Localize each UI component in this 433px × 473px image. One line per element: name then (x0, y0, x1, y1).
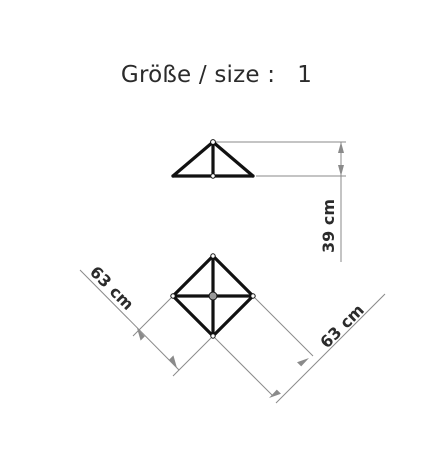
top-view-center-hub (208, 291, 218, 301)
top-view (170, 253, 256, 339)
right-dimension-line (275, 293, 386, 404)
right-arrow-lower (269, 389, 281, 398)
side-view-frame (171, 140, 255, 178)
top-view-joint-left (170, 293, 176, 299)
top-view-joint-bottom (210, 333, 216, 339)
height-label: 39 cm (319, 199, 338, 253)
top-view-joint-top (210, 253, 216, 259)
right-extension-upper (254, 297, 314, 357)
right-side-label: 63 cm (316, 300, 368, 352)
size-heading: Größe / size : 1 (0, 62, 433, 88)
size-value: 1 (297, 62, 313, 88)
left-extension-lower (172, 337, 212, 377)
side-view (171, 139, 255, 179)
side-view-apex-joint (210, 139, 216, 145)
height-arrow-top (338, 142, 344, 153)
left-side-dimension (79, 269, 212, 377)
side-view-base-joint (210, 173, 216, 179)
right-arrow-upper (297, 358, 309, 367)
left-arrow-upper (137, 328, 145, 341)
left-dimension-line (79, 269, 180, 371)
size-label: Größe / size : (120, 62, 276, 88)
left-arrow-lower (169, 355, 177, 368)
height-dimension (216, 141, 346, 262)
top-view-joint-right (250, 293, 256, 299)
height-arrow-bottom (338, 165, 344, 176)
right-side-dimension (214, 293, 386, 404)
left-side-label: 63 cm (86, 262, 138, 314)
right-extension-lower (214, 337, 274, 397)
